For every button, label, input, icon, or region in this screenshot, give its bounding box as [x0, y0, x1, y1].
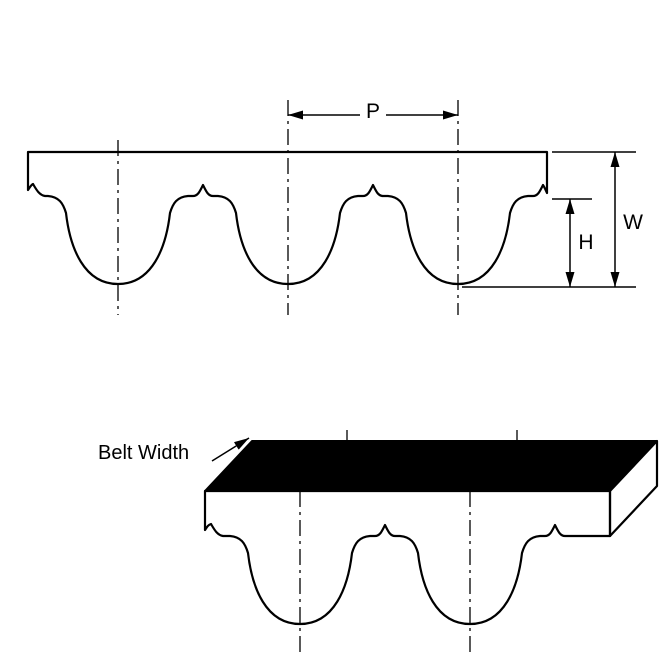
thickness-label: W [623, 211, 643, 234]
cross-section-view: P W H [26, 100, 643, 315]
belt-front-profile [203, 489, 612, 626]
belt-width-arrow [211, 437, 250, 462]
pitch-label-backing [360, 100, 386, 122]
belt-width-label: Belt Width [98, 442, 189, 464]
tooth-height-label: H [578, 231, 593, 254]
isometric-view: Belt Width [98, 430, 659, 653]
pitch-label: P [366, 100, 380, 123]
belt-top-face [204, 440, 658, 492]
